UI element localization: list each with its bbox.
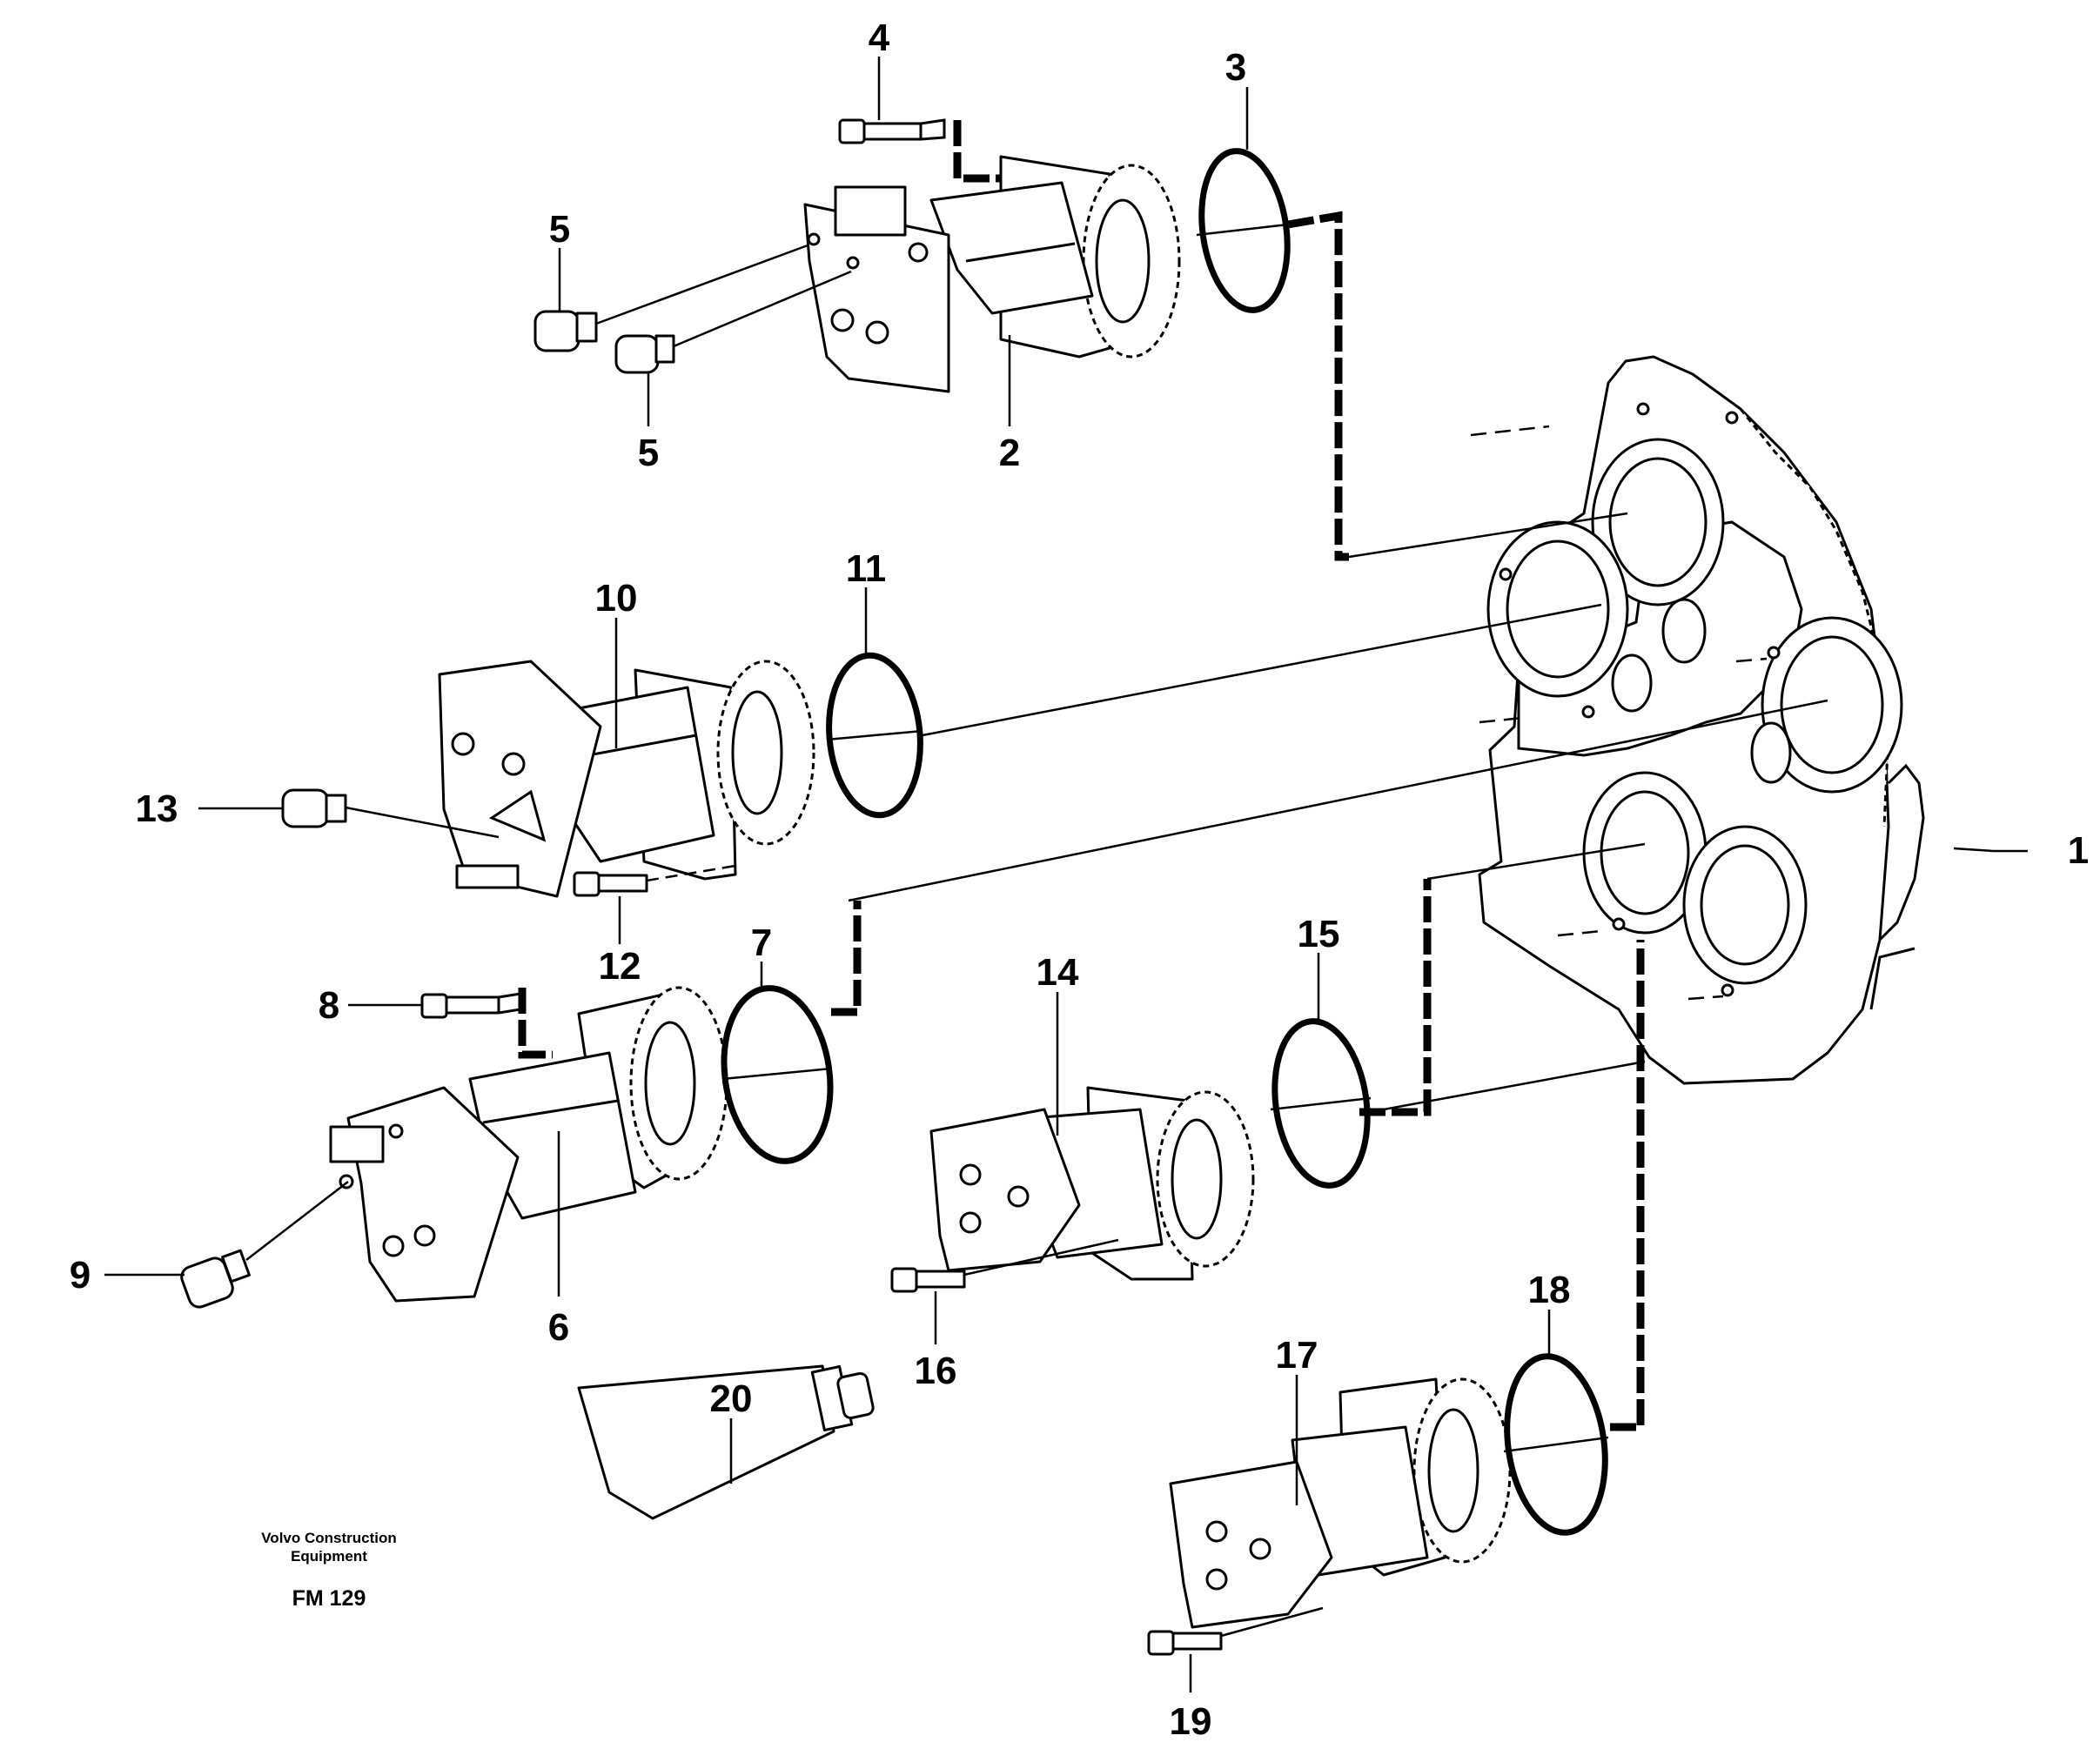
bolt-part-19[interactable] <box>1147 1606 1324 1656</box>
o-ring-part-3[interactable] <box>1192 145 1298 316</box>
hydraulic-pump-part-2[interactable] <box>803 155 1181 393</box>
o-ring-part-11[interactable] <box>822 652 927 819</box>
hydraulic-pump-part-17[interactable] <box>1169 1377 1512 1629</box>
callout-16: 16 <box>915 1350 957 1392</box>
imprint-company-line-2: Equipment <box>291 1548 367 1565</box>
bolt-part-12[interactable] <box>573 864 736 897</box>
o-ring-part-15[interactable] <box>1265 1015 1377 1192</box>
callout-1: 1 <box>2068 829 2089 872</box>
callout-8: 8 <box>319 984 339 1027</box>
hydraulic-pump-part-10[interactable] <box>438 660 815 898</box>
callout-7: 7 <box>751 921 772 964</box>
plug-part-5-left[interactable] <box>533 244 808 352</box>
assembly-connection-lines <box>518 120 1645 1431</box>
hydraulic-pump-part-14[interactable] <box>929 1086 1255 1281</box>
hydraulic-pump-part-6[interactable] <box>329 986 728 1303</box>
plug-part-5-right[interactable] <box>614 270 852 374</box>
callout-14: 14 <box>1037 951 1079 994</box>
callout-12: 12 <box>599 945 641 988</box>
callout-18: 18 <box>1528 1269 1571 1311</box>
callout-9: 9 <box>70 1254 91 1297</box>
callout-leader-lines <box>104 57 2028 1692</box>
plug-part-9[interactable] <box>178 1181 349 1310</box>
publisher-imprint: Volvo Construction Equipment FM 129 <box>261 1530 397 1611</box>
callout-15: 15 <box>1298 913 1340 955</box>
callout-numbers: 4 3 5 5 2 1 10 11 13 12 7 8 9 6 14 15 16… <box>70 17 2089 1743</box>
callout-2: 2 <box>999 432 1020 474</box>
imprint-figure-code: FM 129 <box>292 1586 366 1611</box>
callout-6: 6 <box>548 1306 569 1349</box>
gear-housing-part-1[interactable] <box>1478 355 1925 1085</box>
callout-19: 19 <box>1170 1700 1212 1743</box>
o-ring-part-7[interactable] <box>714 982 842 1169</box>
sealant-tube-part-20[interactable] <box>577 1364 875 1520</box>
callout-4: 4 <box>869 17 890 59</box>
callout-20: 20 <box>710 1377 753 1420</box>
bolt-part-16[interactable] <box>890 1238 1119 1293</box>
callout-3: 3 <box>1225 46 1246 89</box>
imprint-company-line-1: Volvo Construction <box>261 1530 397 1546</box>
callout-17: 17 <box>1276 1334 1318 1377</box>
callout-5-top: 5 <box>549 208 570 251</box>
o-ring-part-18[interactable] <box>1496 1350 1615 1538</box>
callout-5-bottom: 5 <box>638 432 659 474</box>
callout-10: 10 <box>595 577 638 620</box>
callout-13: 13 <box>136 787 178 830</box>
bolt-part-8[interactable] <box>420 992 522 1019</box>
bolt-part-4[interactable] <box>838 118 946 144</box>
callout-11: 11 <box>846 547 887 590</box>
